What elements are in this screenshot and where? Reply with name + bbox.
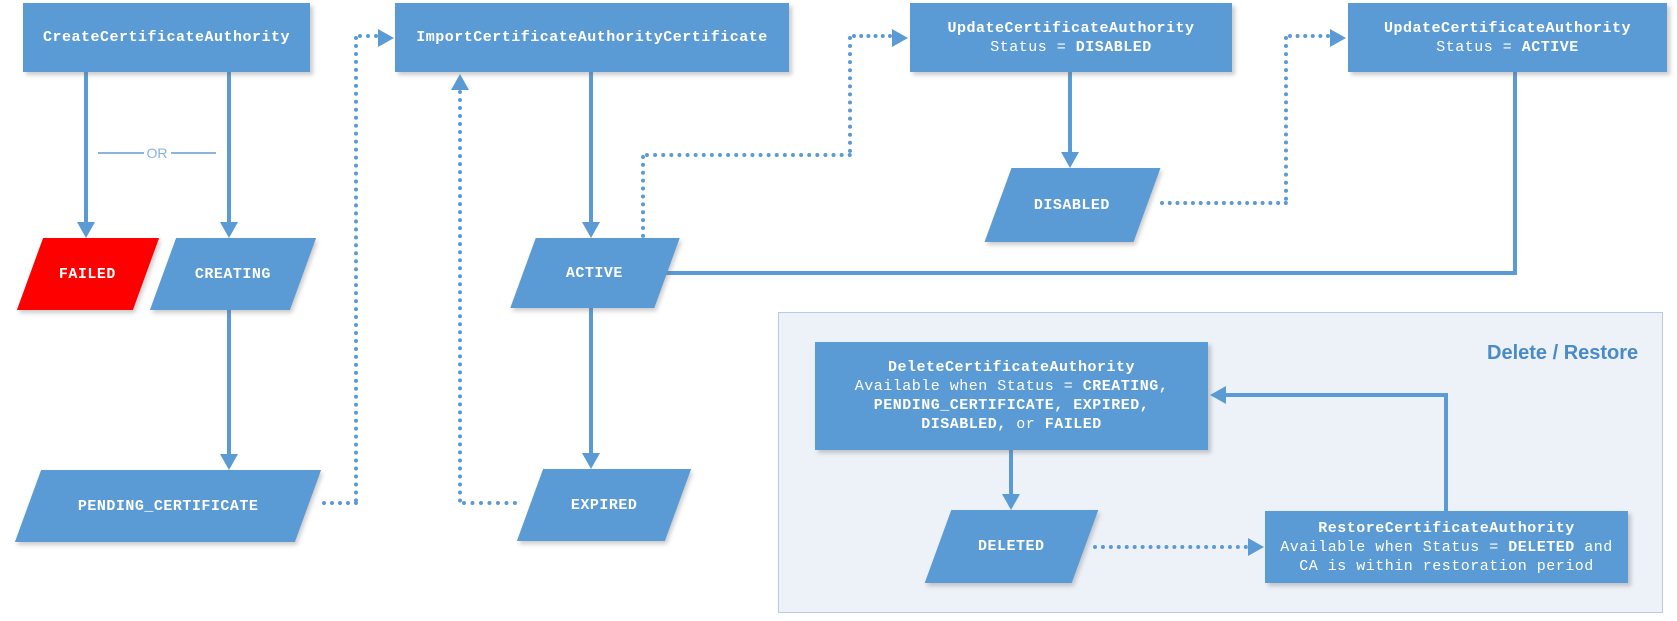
node-create-label: CreateCertificateAuthority [42,29,291,46]
node-restore-line2-bold: DELETED [1508,538,1575,556]
line-updateactive-to-active [661,271,1517,275]
node-restore-line2-prefix: Available when Status = [1280,538,1509,556]
state-active-label: ACTIVE [566,264,624,282]
node-delete-line3-bold: PENDING_CERTIFICATE, EXPIRED, [873,397,1150,414]
state-pending-certificate: PENDING_CERTIFICATE [14,470,322,542]
node-restore-title: RestoreCertificateAuthority [1318,519,1575,537]
line-import-to-active [589,72,593,222]
or-divider-left-line [98,152,144,154]
state-active: ACTIVE [510,238,680,308]
arrowhead-expired-to-import [451,74,469,90]
dotted-active-to-updatedisabled-v2 [848,36,852,153]
dotted-expired-to-import-v [458,90,462,503]
node-delete-line4: DISABLED, or FAILED [921,415,1102,434]
node-restore-line2: Available when Status = DELETED and [1280,538,1613,557]
line-active-to-expired [589,308,593,453]
dotted-disabled-to-updateactive-h1 [1160,201,1288,205]
or-divider-right-line [170,152,216,154]
node-delete-line2-bold: CREATING, [1082,378,1169,395]
node-delete-line4-bold1: DISABLED, [921,416,1007,433]
node-update-disabled-status-prefix: Status = [990,38,1076,56]
state-disabled-label: DISABLED [1034,196,1111,214]
node-update-disabled-status-value: DISABLED [1075,38,1152,56]
arrowhead-active-to-updatedisabled [892,29,908,47]
state-deleted-label: DELETED [978,538,1045,555]
dotted-pending-to-import-v [354,36,358,503]
node-delete-line4-bold2: FAILED [1044,416,1102,433]
dotted-active-to-updatedisabled-v1 [641,155,645,238]
state-expired: EXPIRED [516,469,692,541]
node-update-active-status-prefix: Status = [1436,38,1522,56]
node-delete-line3: PENDING_CERTIFICATE, EXPIRED, [874,396,1150,415]
node-restore-line2-suffix: and [1574,538,1613,556]
state-failed-label: FAILED [59,265,117,283]
line-restore-up [1444,395,1448,511]
delete-restore-panel-title: Delete / Restore [1487,342,1639,364]
node-update-disabled-title: UpdateCertificateAuthority [947,19,1195,37]
dotted-active-to-updatedisabled-h1 [645,153,852,157]
arrowhead-active-to-expired [582,453,600,469]
dotted-deleted-to-restore [1093,545,1248,549]
line-restore-to-delete [1226,393,1448,397]
node-update-certificate-authority-disabled: UpdateCertificateAuthority Status = DISA… [910,3,1232,72]
node-update-disabled-status: Status = DISABLED [990,38,1152,57]
arrowhead-disabled-to-updateactive [1330,29,1346,47]
node-delete-line2: Available when Status = CREATING, [855,377,1169,396]
node-import-certificate-authority-certificate: ImportCertificateAuthorityCertificate [395,3,789,72]
arrowhead-deleted-to-restore [1248,538,1264,556]
node-delete-certificate-authority: DeleteCertificateAuthority Available whe… [815,342,1208,450]
line-creating-to-pending [227,310,231,454]
node-update-active-status: Status = ACTIVE [1436,38,1579,57]
arrowhead-updatedisabled-to-disabled [1061,152,1079,168]
arrowhead-import-to-active [582,222,600,238]
arrowhead-creating-to-pending [220,454,238,470]
dotted-disabled-to-updateactive-h2 [1288,34,1330,38]
node-delete-line4-mid: or [1006,416,1045,433]
state-expired-label: EXPIRED [570,496,638,514]
line-updateactive-down [1513,72,1517,275]
arrowhead-delete-to-deleted [1002,494,1020,510]
node-import-label: ImportCertificateAuthorityCertificate [416,29,768,46]
state-deleted: DELETED [924,510,1099,583]
state-disabled: DISABLED [984,168,1161,242]
line-create-to-failed [84,72,88,224]
node-update-active-status-value: ACTIVE [1521,38,1579,56]
arrowhead-create-to-failed [77,222,95,238]
node-update-certificate-authority-active: UpdateCertificateAuthority Status = ACTI… [1348,3,1667,72]
state-pending-label: PENDING_CERTIFICATE [77,497,259,515]
arrowhead-create-to-creating [220,222,238,238]
node-restore-line3: CA is within restoration period [1299,557,1594,575]
node-restore-certificate-authority: RestoreCertificateAuthority Available wh… [1265,511,1628,583]
dotted-pending-to-import-h2 [358,34,378,38]
dotted-active-to-updatedisabled-h2 [852,34,892,38]
line-updatedisabled-to-disabled [1068,72,1072,152]
state-creating-label: CREATING [194,265,271,283]
dotted-pending-to-import-h1 [322,501,358,505]
or-divider: OR [98,144,216,162]
node-create-certificate-authority: CreateCertificateAuthority [23,3,310,72]
line-delete-to-deleted [1009,450,1013,494]
arrowhead-pending-to-import [378,29,394,47]
or-label: OR [146,145,168,161]
arrowhead-restore-to-delete [1210,386,1226,404]
dotted-expired-to-import-h [462,501,517,505]
node-update-active-title: UpdateCertificateAuthority [1383,19,1632,37]
state-creating: CREATING [149,238,317,310]
node-delete-title: DeleteCertificateAuthority [887,359,1136,376]
dotted-disabled-to-updateactive-v [1284,36,1288,201]
line-create-to-creating [227,72,231,222]
node-delete-line2-prefix: Available when Status = [854,378,1083,395]
state-failed: FAILED [16,238,160,310]
